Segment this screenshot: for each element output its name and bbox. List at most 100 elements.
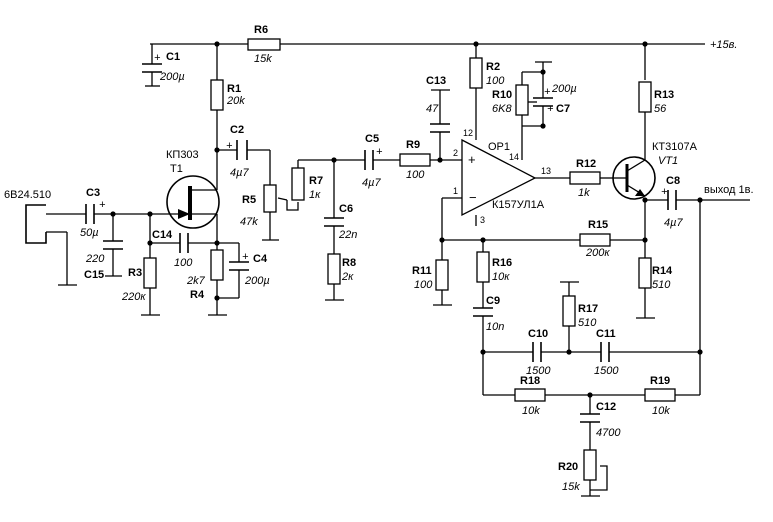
c2-name: C2	[230, 124, 244, 136]
r4-resistor	[210, 249, 224, 281]
r15-resistor	[579, 233, 611, 247]
r8-resistor	[327, 253, 341, 285]
r10-value: 6K8	[492, 103, 512, 115]
r7-value: 1к	[309, 189, 321, 201]
r12-resistor	[569, 171, 601, 185]
c3-value: 50µ	[80, 227, 99, 239]
c11-name: C11	[596, 328, 616, 340]
c1-value: 200µ	[159, 71, 185, 83]
op1-pin-3: 3	[480, 215, 485, 225]
r20-value: 15k	[562, 481, 580, 493]
svg-text:+: +	[226, 140, 233, 152]
t1-name: T1	[170, 163, 183, 175]
c15-capacitor	[103, 240, 123, 250]
op1-pin-13: 13	[541, 166, 551, 176]
r4-name: R4	[190, 289, 205, 301]
t1-type: КП303	[166, 149, 199, 161]
op1-pin-1: 1	[453, 186, 458, 196]
r15-value: 200к	[585, 247, 610, 259]
supply-label: +15в.	[710, 39, 737, 51]
c9-value: 10n	[486, 321, 504, 333]
c15-name: C15	[84, 269, 104, 281]
r5-name: R5	[242, 194, 256, 206]
r11-name: R11	[412, 265, 432, 277]
r1-resistor	[210, 79, 224, 111]
svg-text:+: +	[154, 52, 161, 64]
c11-value: 1500	[594, 365, 619, 377]
op1-pin-12: 12	[463, 128, 473, 138]
r20-potentiometer	[583, 449, 597, 481]
r16-value: 10к	[492, 271, 510, 283]
c7-name: C7	[556, 103, 570, 115]
c7-plus: +	[547, 103, 554, 115]
c8-value: 4µ7	[664, 217, 683, 229]
output-label: выход 1в.	[704, 184, 754, 196]
c10-value: 1500	[526, 365, 551, 377]
vt1-type: КТ3107А	[652, 141, 698, 153]
c2-value: 4µ7	[230, 167, 249, 179]
r13-value: 56	[654, 103, 667, 115]
r19-resistor	[644, 388, 676, 402]
c5-value: 4µ7	[362, 177, 381, 189]
r17-value: 510	[578, 317, 597, 329]
c7-capacitor	[533, 97, 553, 107]
r9-value: 100	[406, 169, 425, 181]
vt1-transistor	[612, 152, 656, 200]
r2-name: R2	[486, 61, 500, 73]
c15-value: 220	[85, 253, 105, 265]
r11-value: 100	[414, 279, 433, 291]
r13-name: R13	[654, 89, 674, 101]
c1-name: C1	[166, 51, 180, 63]
c13-name: C13	[426, 75, 446, 87]
r2-resistor	[469, 57, 483, 89]
r10-name: R10	[492, 89, 512, 101]
vt1-name: VT1	[658, 155, 678, 167]
r17-name: R17	[578, 303, 598, 315]
r7-resistor	[291, 167, 305, 201]
r16-name: R16	[492, 257, 512, 269]
r1-value: 20k	[226, 95, 245, 107]
r5-value: 47k	[240, 216, 258, 228]
svg-text:+: +	[661, 186, 668, 198]
r14-name: R14	[652, 265, 673, 277]
c1-capacitor	[142, 63, 162, 73]
input-label: 6В24.510	[4, 189, 51, 201]
c12-name: C12	[596, 401, 616, 413]
svg-text:+: +	[99, 199, 106, 211]
c8-capacitor	[667, 190, 677, 210]
r8-value: 2к	[341, 271, 354, 283]
r12-name: R12	[576, 158, 596, 170]
r6-resistor	[247, 38, 281, 51]
c13-value: 47	[426, 103, 439, 115]
svg-text:−: −	[469, 190, 477, 205]
r5-potentiometer	[263, 184, 277, 213]
c14-value: 100	[174, 257, 193, 269]
c9-name: C9	[486, 295, 500, 307]
c7-value: 200µ	[551, 83, 577, 95]
r10-resistor	[515, 84, 529, 116]
r9-name: R9	[406, 139, 420, 151]
r5-wiper	[277, 197, 288, 201]
wiring	[46, 43, 750, 497]
c6-value: 22n	[338, 229, 357, 241]
r7-name: R7	[309, 175, 323, 187]
r19-value: 10k	[652, 405, 670, 417]
op1-type: К157УЛ1А	[492, 199, 545, 211]
r6-name: R6	[254, 24, 268, 36]
c8-name: C8	[666, 175, 680, 187]
r14-resistor	[638, 257, 652, 289]
c5-name: C5	[365, 133, 379, 145]
c14-capacitor	[179, 233, 189, 253]
r15-name: R15	[588, 219, 608, 231]
r6-value: 15k	[254, 53, 272, 65]
r3-name: R3	[128, 267, 142, 279]
r2-value: 100	[486, 75, 505, 87]
c9-capacitor	[473, 307, 493, 317]
r3-resistor	[143, 257, 157, 289]
c11-capacitor	[600, 342, 610, 362]
r18-value: 10k	[522, 405, 540, 417]
t1-jfet	[165, 175, 220, 229]
svg-text:+: +	[468, 152, 476, 167]
c2-capacitor	[236, 140, 248, 160]
